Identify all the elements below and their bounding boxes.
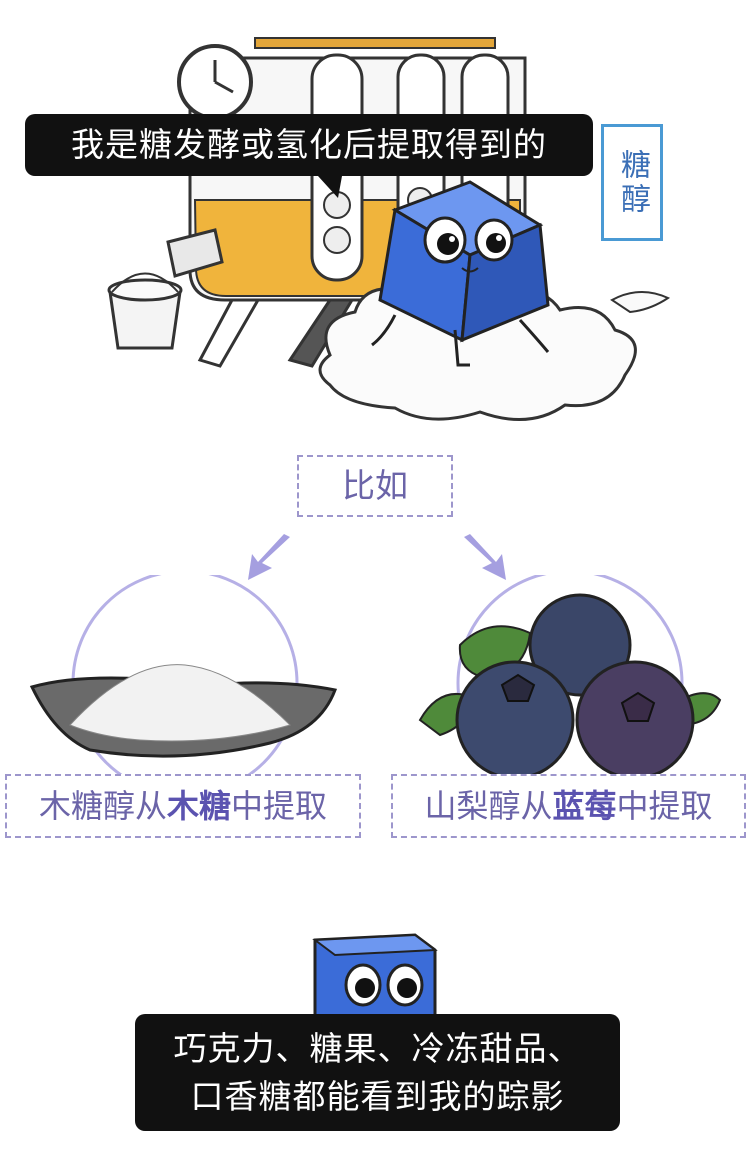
blueberry-illustration: [418, 575, 722, 785]
speech-bubble: 我是糖发酵或氢化后提取得到的: [25, 114, 593, 176]
xylose-illustration: [29, 575, 338, 785]
tank-top-bar: [254, 37, 496, 49]
bottom-note: 巧克力、糖果、冷冻甜品、 口香糖都能看到我的踪影: [135, 1014, 620, 1131]
sorbitol-caption-pre: 山梨醇从: [424, 787, 553, 825]
xylitol-caption-pre: 木糖醇从: [38, 787, 167, 825]
peeking-sugar-cube: [312, 933, 438, 1025]
example-label-text: 比如: [342, 466, 408, 505]
sorbitol-caption-post: 中提取: [616, 787, 713, 825]
speech-text: 我是糖发酵或氢化后提取得到的: [71, 125, 547, 164]
sugar-cube-character: [371, 180, 550, 367]
arrow-down-right-icon: [464, 534, 506, 580]
bottom-note-line2: 口香糖都能看到我的踪影: [190, 1076, 565, 1116]
speech-tail: [318, 176, 342, 198]
xylitol-caption-post: 中提取: [231, 787, 328, 825]
xylitol-caption-highlight: 木糖: [166, 787, 231, 825]
sorbitol-caption: 山梨醇从蓝莓中提取: [391, 774, 746, 838]
sugar-alcohol-label: 糖醇: [601, 124, 663, 241]
arrow-down-left-icon: [248, 534, 290, 580]
sorbitol-caption-highlight: 蓝莓: [552, 787, 617, 825]
sugar-alcohol-label-text: 糖醇: [615, 148, 650, 217]
powder-icon: [69, 664, 291, 742]
example-label: 比如: [297, 455, 453, 517]
blueberry-circle: [456, 575, 684, 785]
bottom-note-line1: 巧克力、糖果、冷冻甜品、: [173, 1028, 582, 1068]
outlet-pipe: [166, 228, 224, 278]
xylitol-caption: 木糖醇从木糖中提取: [5, 774, 361, 838]
